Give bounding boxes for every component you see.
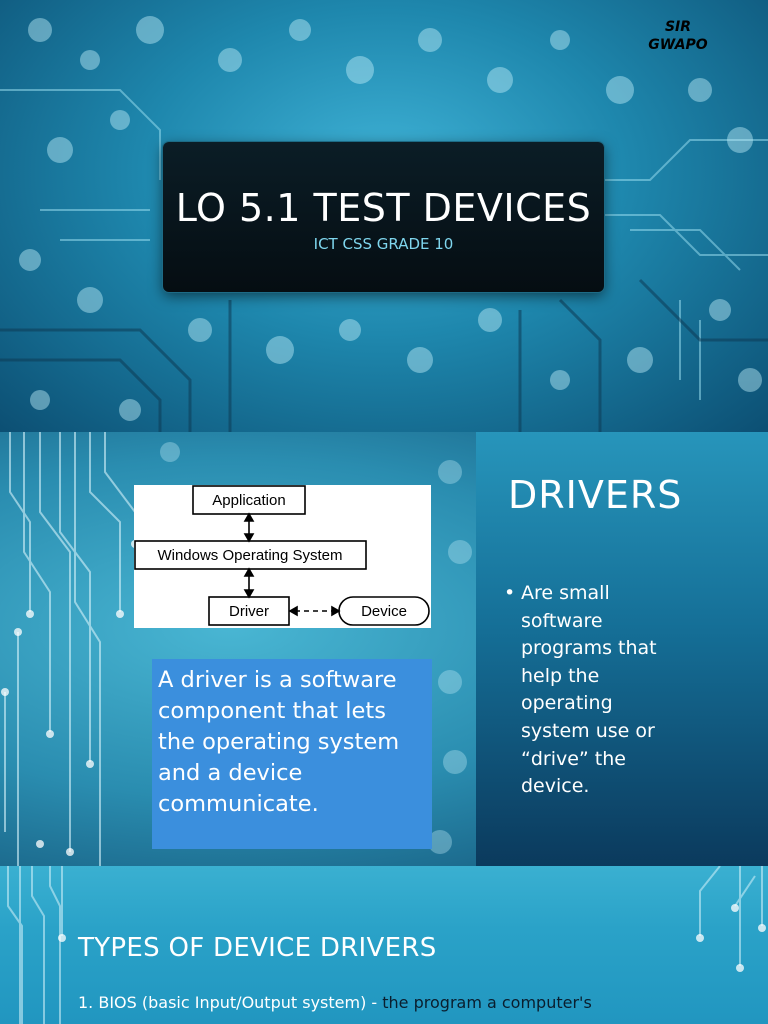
driver-box: Driver: [208, 596, 290, 626]
bios-label: 1. BIOS (basic Input/Output system) -: [78, 993, 383, 1012]
title-slide: SIR GWAPO LO 5.1 TEST DEVICES ICT CSS GR…: [0, 0, 768, 432]
device-driver-types-slide: TYPES OF DEVICE DRIVERS 1. BIOS (basic I…: [0, 866, 768, 1024]
bios-item: 1. BIOS (basic Input/Output system) - th…: [78, 993, 718, 1013]
application-label: Application: [212, 492, 285, 509]
slide-subtitle: ICT CSS GRADE 10: [313, 235, 454, 253]
author-label: SIR GWAPO: [648, 19, 708, 53]
drivers-heading: DRIVERS: [508, 473, 683, 517]
device-label: Device: [361, 603, 407, 620]
bios-description: the program a computer's: [382, 993, 592, 1012]
driver-definition-callout: A driver is a software component that le…: [152, 659, 432, 849]
os-label: Windows Operating System: [157, 547, 342, 564]
types-heading: TYPES OF DEVICE DRIVERS: [78, 933, 437, 963]
bullet-dot-icon: •: [504, 582, 516, 604]
application-box: Application: [192, 485, 306, 515]
driver-architecture-diagram: Application Windows Operating System Dri…: [134, 485, 431, 628]
device-box: Device: [338, 596, 430, 626]
circuit-lines-background: [7, 866, 766, 1024]
bullet-text: Are small software programs that help th…: [521, 582, 657, 798]
os-box: Windows Operating System: [134, 540, 367, 570]
driver-label: Driver: [229, 603, 269, 620]
diagram-arrows: [243, 512, 341, 617]
circuit-lines-background: [1, 432, 472, 866]
title-box: LO 5.1 TEST DEVICES ICT CSS GRADE 10: [163, 142, 604, 292]
slide-title: LO 5.1 TEST DEVICES: [175, 186, 592, 230]
drivers-slide: Application Windows Operating System Dri…: [0, 432, 768, 866]
drivers-bullet: • Are small software programs that help …: [504, 580, 676, 801]
callout-text: A driver is a software component that le…: [158, 667, 400, 817]
circuit-board-background: [0, 16, 768, 432]
drivers-side-panel: DRIVERS • Are small software programs th…: [476, 432, 768, 866]
